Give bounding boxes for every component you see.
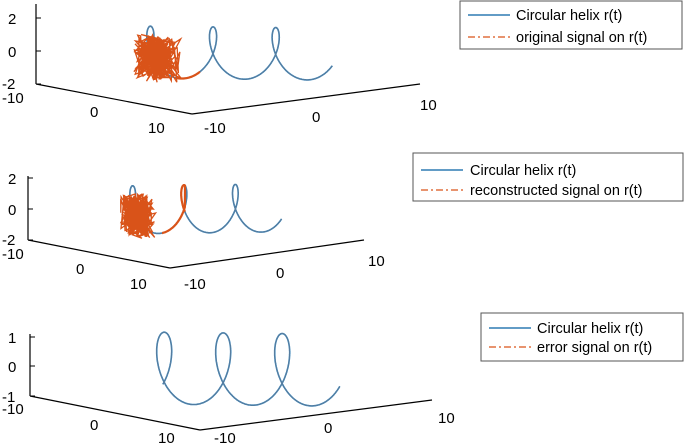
- panel-3-helix-curve: [155, 331, 341, 407]
- panel-1-legend-helix: Circular helix r(t): [516, 8, 622, 24]
- panel-2-signal-tail: [162, 184, 187, 235]
- panel-2-z-tick-1: 0: [8, 202, 16, 219]
- panel-2-legend-box: [412, 152, 684, 202]
- panel-1-plot: [133, 25, 333, 84]
- panel-2-z-tick-0: -2: [2, 232, 15, 249]
- panel-1-z-tick-2: 2: [8, 11, 16, 28]
- panel-3-y-tick-2: 10: [158, 430, 175, 446]
- panel-3: 1 0 -1 -10 0 10 -10 0 10 Circular helix …: [2, 312, 684, 446]
- panel-3-x-axis: [199, 399, 433, 431]
- panel-3-ticks: [30, 336, 35, 397]
- panel-1-y-axis: [35, 83, 193, 115]
- panel-2-y-tick-0: -10: [2, 246, 24, 263]
- panel-3-z-tick-2: 1: [8, 330, 16, 347]
- panel-1-legend-signal: original signal on r(t): [516, 30, 647, 46]
- panel-3-plot: [155, 331, 341, 407]
- panel-1-signal-curve: [133, 33, 183, 84]
- panel-1-z-tick-1: 0: [8, 44, 16, 61]
- panel-2-ticks: [28, 177, 33, 241]
- panel-1-x-axis: [191, 83, 421, 115]
- panel-1-z-tick-0: -2: [2, 76, 15, 93]
- panel-3-axes: [29, 334, 433, 431]
- panel-1-legend: Circular helix r(t) original signal on r…: [459, 0, 683, 50]
- panel-3-x-tick-2: 10: [438, 410, 455, 427]
- panel-2-plot: [119, 183, 283, 239]
- panel-2-signal-curve: [119, 192, 158, 239]
- panel-3-helix-overlay: [156, 331, 341, 407]
- panel-1-y-tick-1: 0: [90, 104, 98, 121]
- panel-2-axes: [27, 176, 365, 269]
- panel-1-x-tick-0: -10: [204, 120, 226, 137]
- panel-3-z-tick-0: -1: [2, 389, 15, 406]
- panel-3-x-tick-0: -10: [214, 430, 236, 446]
- panel-2-x-tick-2: 10: [368, 253, 385, 270]
- panel-2: 2 0 -2 -10 0 10 -10 0 10 Circular helix …: [2, 152, 684, 293]
- panel-2-y-tick-2: 10: [130, 276, 147, 293]
- panel-3-y-tick-1: 0: [90, 417, 98, 434]
- panel-1-signal-tail: [175, 70, 201, 80]
- panel-1-y-tick-2: 10: [148, 120, 165, 137]
- panel-1: 2 0 -2 -10 0 10 -10 0 10 Circular helix …: [2, 0, 683, 137]
- panel-2-y-tick-1: 0: [76, 261, 84, 278]
- panel-2-legend: Circular helix r(t) reconstructed signal…: [412, 152, 684, 202]
- panel-2-z-tick-2: 2: [8, 171, 16, 188]
- panel-3-legend-box: [480, 312, 684, 362]
- panel-3-legend-signal: error signal on r(t): [537, 340, 652, 356]
- panel-1-y-tick-0: -10: [2, 90, 24, 107]
- panel-1-ticks: [36, 17, 41, 85]
- panel-1-helix-overlay: [144, 25, 333, 81]
- panel-3-x-tick-1: 0: [324, 420, 332, 437]
- panel-3-y-tick-0: -10: [2, 401, 24, 418]
- panel-1-axes: [35, 4, 421, 115]
- panel-2-legend-signal: reconstructed signal on r(t): [470, 183, 642, 199]
- panel-3-legend: Circular helix r(t) error signal on r(t): [480, 312, 684, 362]
- panel-3-legend-helix: Circular helix r(t): [537, 321, 643, 337]
- panel-3-z-tick-1: 0: [8, 359, 16, 376]
- panel-2-y-axis: [27, 239, 171, 269]
- panel-2-x-tick-0: -10: [184, 276, 206, 293]
- panel-1-x-tick-1: 0: [312, 109, 320, 126]
- panel-2-x-tick-1: 0: [276, 265, 284, 282]
- panel-1-x-tick-2: 10: [420, 97, 437, 114]
- panel-1-legend-box: [459, 0, 683, 50]
- panel-2-legend-helix: Circular helix r(t): [470, 163, 576, 179]
- panel-3-y-axis: [29, 395, 201, 431]
- panel-2-x-axis: [169, 239, 365, 269]
